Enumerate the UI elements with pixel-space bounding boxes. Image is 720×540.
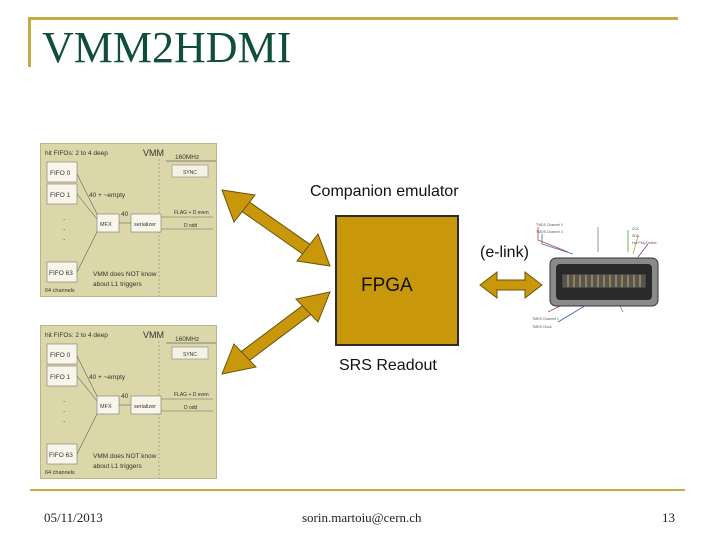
vmm-sync: SYNC — [183, 352, 197, 358]
elink-arrow — [479, 270, 543, 300]
svg-text:TMDS Clock: TMDS Clock — [532, 325, 552, 329]
title-frame-top — [28, 17, 678, 20]
serializer-label: serializer — [134, 404, 156, 410]
flag-even-label: FLAG + D even — [174, 392, 209, 398]
vmm-note-1: VMM does NOT know — [93, 271, 157, 278]
title-frame-left — [28, 17, 31, 67]
svg-text:TMDS Channel 0: TMDS Channel 0 — [536, 223, 563, 227]
mux-in-label: 40 — [121, 211, 129, 218]
channels-label: 64 channels — [45, 470, 75, 476]
fifo1-label: FIFO 1 — [50, 192, 71, 199]
vmm-block-bottom: hit FIFOs: 2 to 4 deep VMM 160MHz SYNC F… — [40, 325, 217, 479]
double-arrow-top — [221, 189, 331, 267]
mfx-label: MFX — [100, 222, 112, 228]
channels-label: 64 channels — [45, 288, 75, 294]
footer-divider — [30, 489, 685, 491]
page-number: 13 — [662, 510, 675, 525]
fifo63-label: FIFO 63 — [49, 452, 73, 459]
svg-text:TMDS Channel 1: TMDS Channel 1 — [532, 317, 559, 321]
vmm-note-2: about L1 triggers — [93, 281, 143, 288]
fifo0-label: FIFO 0 — [50, 352, 71, 359]
d-odd-label: D odd — [184, 405, 198, 411]
svg-text:SDA: SDA — [632, 234, 640, 238]
svg-text:.: . — [63, 415, 65, 424]
vmm-chip-label: VMM — [143, 330, 164, 340]
svg-text:.: . — [63, 395, 65, 404]
svg-text:Hot Plug Detect: Hot Plug Detect — [632, 241, 657, 245]
vmm-block-diagram: hit FIFOs: 2 to 4 deep VMM 160MHz SYNC F… — [45, 330, 216, 478]
svg-text:.: . — [63, 213, 65, 222]
d-odd-label: D odd — [184, 223, 198, 229]
vmm-sync: SYNC — [183, 170, 197, 176]
vmm-header: hit FIFOs: 2 to 4 deep — [45, 332, 108, 339]
fpga-label: FPGA — [361, 275, 413, 296]
svg-text:CLK: CLK — [632, 227, 639, 231]
fifo63-label: FIFO 63 — [49, 270, 73, 277]
vmm-clock: 160MHz — [175, 154, 199, 161]
srs-readout-label: SRS Readout — [339, 357, 437, 374]
mfx-label: MFX — [100, 404, 112, 410]
elink-label: (e-link) — [480, 244, 529, 261]
vmm-block-diagram: hit FIFOs: 2 to 4 deep VMM 160MHz SYNC F… — [45, 148, 216, 296]
flag-even-label: FLAG + D even — [174, 210, 209, 216]
svg-text:.: . — [63, 405, 65, 414]
vmm-header: hit FIFOs: 2 to 4 deep — [45, 150, 108, 157]
empty-label: 40 + ~empty — [89, 374, 126, 381]
empty-label: 40 + ~empty — [89, 192, 126, 199]
svg-text:.: . — [63, 223, 65, 232]
vmm-clock: 160MHz — [175, 336, 199, 343]
double-arrow-bottom — [221, 291, 331, 375]
footer-date: 05/11/2013 — [44, 510, 103, 525]
vmm-chip-label: VMM — [143, 148, 164, 158]
svg-text:.: . — [63, 233, 65, 242]
svg-text:TMDS Channel 2: TMDS Channel 2 — [536, 230, 563, 234]
vmm-block-top: hit FIFOs: 2 to 4 deep VMM 160MHz SYNC F… — [40, 143, 217, 297]
fpga-block — [335, 215, 459, 346]
fifo1-label: FIFO 1 — [50, 374, 71, 381]
hdmi-connector-image: TMDS Channel 0 TMDS Channel 2 CLK SDA Ho… — [532, 223, 659, 329]
companion-emulator-label: Companion emulator — [310, 183, 459, 200]
vmm-note-1: VMM does NOT know — [93, 453, 157, 460]
mux-in-label: 40 — [121, 393, 129, 400]
fifo0-label: FIFO 0 — [50, 170, 71, 177]
slide-title: VMM2HDMI — [42, 23, 292, 72]
serializer-label: serializer — [134, 222, 156, 228]
footer-email: sorin.martoiu@cern.ch — [302, 510, 422, 525]
vmm-note-2: about L1 triggers — [93, 463, 143, 470]
